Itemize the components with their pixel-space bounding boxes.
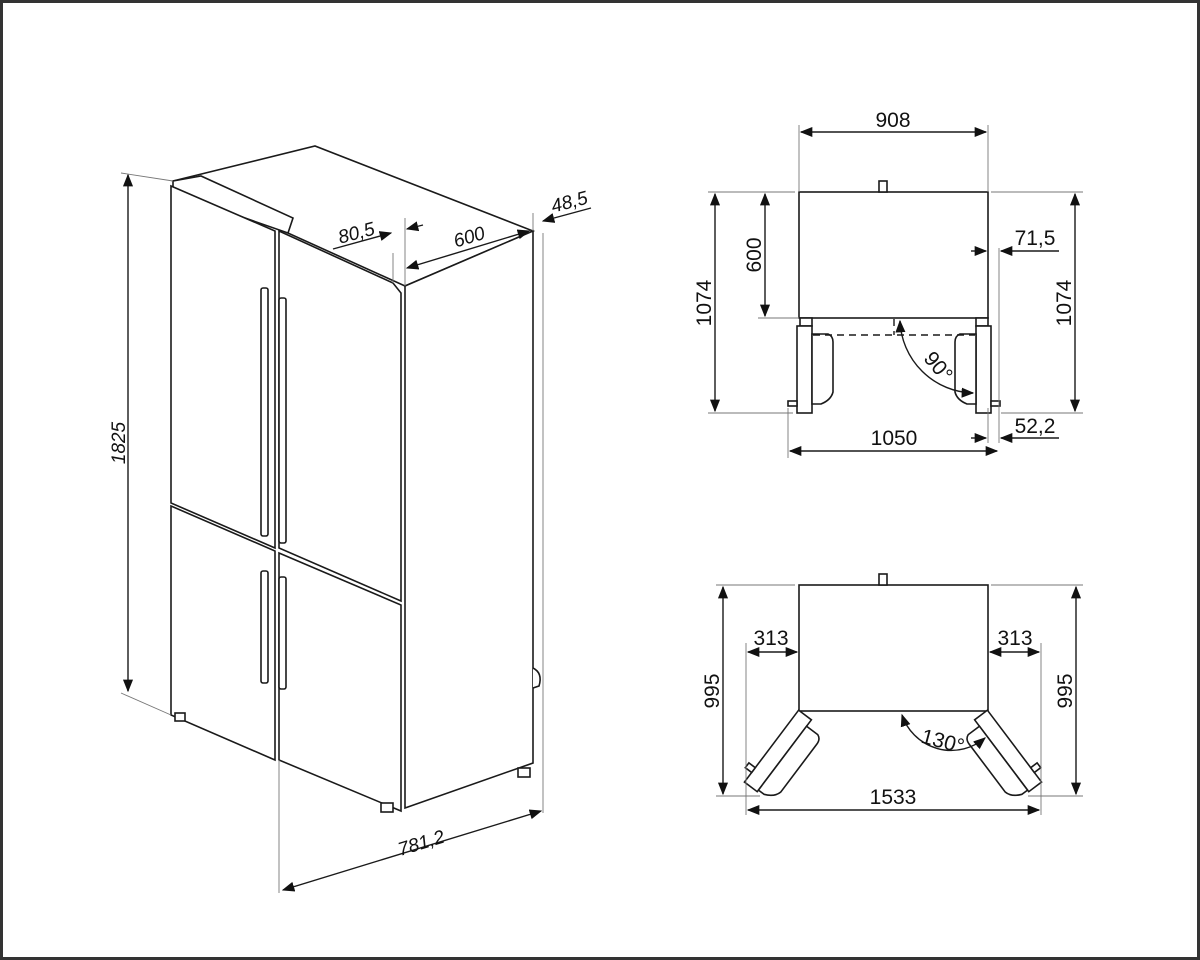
door-right-open — [966, 709, 1043, 797]
cabinet — [798, 584, 989, 712]
dim-open-width-90: 1050 — [871, 427, 918, 450]
dim-width: 908 — [875, 109, 910, 132]
door-upper-left — [170, 184, 276, 550]
dim-cabinet-depth: 600 — [743, 237, 766, 272]
dim-side-left: 313 — [753, 627, 788, 650]
dim-depth-right: 1074 — [1053, 279, 1076, 326]
angle-90: 90° — [919, 347, 957, 386]
foot — [517, 767, 531, 778]
dim-depth-right: 995 — [1054, 673, 1077, 708]
hinge — [532, 667, 541, 689]
top-view-90: 90° 908 1074 600 1074 71,5 1050 52,2 — [693, 109, 1083, 458]
dim-handle-offset: 48,5 — [549, 188, 591, 218]
dim-handle-clearance: 52,2 — [1015, 415, 1056, 438]
door-left-open — [796, 325, 813, 414]
dim-depth-left: 995 — [701, 673, 724, 708]
door-handles — [260, 287, 287, 690]
door-upper-right — [278, 229, 402, 603]
foot — [174, 712, 186, 722]
angle-130: 130° — [919, 725, 967, 758]
rear-stub — [878, 180, 888, 193]
dim-side-right: 313 — [997, 627, 1032, 650]
dim-side-clearance: 71,5 — [1015, 227, 1056, 250]
cabinet — [798, 191, 989, 319]
dim-height: 1825 — [109, 421, 130, 464]
fridge-side — [404, 229, 534, 810]
rear-stub — [878, 573, 888, 586]
fridge-perspective — [170, 145, 541, 813]
dim-depth-left: 1074 — [693, 279, 716, 326]
door-left-open — [743, 709, 820, 797]
top-view-130: 130° 995 995 313 313 1533 — [701, 573, 1083, 816]
door-lower-left — [170, 504, 276, 762]
dim-open-width-130: 1533 — [870, 786, 917, 809]
foot — [380, 802, 394, 813]
door-bin-left — [811, 333, 834, 405]
perspective-dimensions: 1825 781,2 80,5 600 48,5 — [109, 172, 592, 893]
dim-depth-total: 781,2 — [396, 827, 448, 861]
drawing-canvas: 1825 781,2 80,5 600 48,5 90° 908 — [109, 109, 1083, 893]
door-right-open — [975, 325, 992, 414]
